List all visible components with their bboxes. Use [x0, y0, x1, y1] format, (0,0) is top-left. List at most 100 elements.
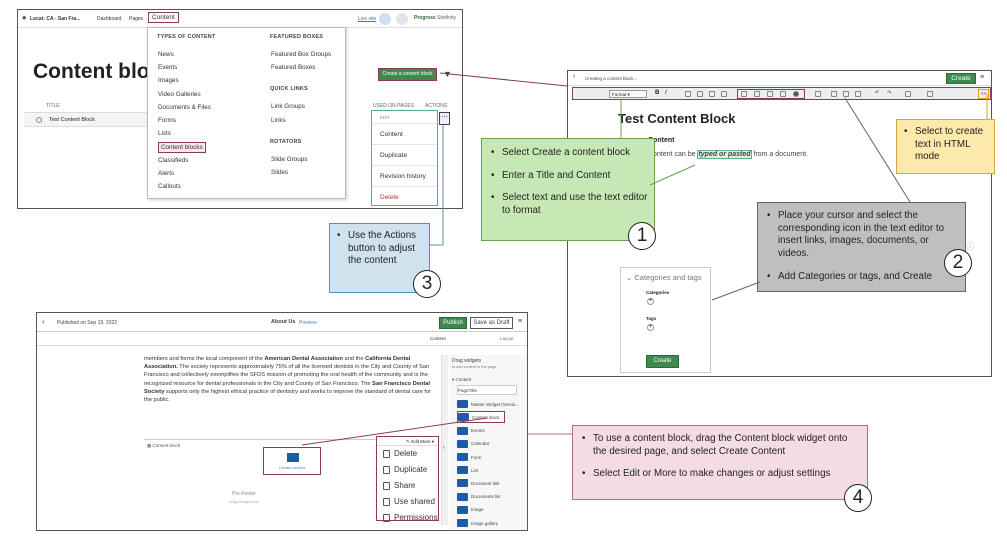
live-site-link[interactable]: Live site	[358, 16, 377, 22]
indent-icon[interactable]	[721, 91, 727, 97]
bullet-list-icon[interactable]	[685, 91, 691, 97]
menu-item[interactable]: Slide Groups	[271, 155, 308, 163]
widget-label: List	[471, 467, 479, 473]
menu-item-type[interactable]: Content blocks	[157, 140, 257, 154]
widget-item[interactable]: Content block	[457, 411, 505, 424]
menu-item-type[interactable]: Video Galleries	[158, 90, 201, 98]
numbered-list-icon[interactable]	[697, 91, 703, 97]
avatar[interactable]	[379, 13, 391, 25]
content-title[interactable]: Test Content Block	[618, 111, 736, 126]
categories-tags-header[interactable]: ⌄ Categories and tags	[626, 273, 702, 282]
outdent-icon[interactable]	[709, 91, 715, 97]
video-icon[interactable]	[793, 91, 799, 97]
menu-item-content-blocks[interactable]: Content blocks	[158, 142, 206, 154]
nav-content[interactable]: Content	[148, 12, 179, 23]
widget-item[interactable]: Documents list	[457, 491, 501, 503]
nav-pages[interactable]: Pages	[129, 16, 144, 22]
more-duplicate[interactable]: Duplicate	[377, 462, 438, 478]
grid-icon[interactable]: ≡	[518, 318, 523, 325]
step-number-3: 3	[413, 270, 441, 298]
create-content-block-button[interactable]: Create a content block	[378, 68, 437, 81]
create-content-area[interactable]: Create content	[263, 447, 321, 475]
widget-item[interactable]: Document link	[457, 477, 500, 489]
back-icon[interactable]: ‹	[573, 73, 576, 80]
menu-icon[interactable]: ≡	[980, 74, 985, 81]
actions-button[interactable]: ⋯	[439, 112, 450, 125]
menu-item-type[interactable]: Classifieds	[158, 156, 189, 164]
more-use-shared[interactable]: Use shared	[377, 494, 438, 510]
drag-widget-here: Drag widget here	[228, 499, 260, 504]
menu-item-type[interactable]: News	[158, 51, 174, 58]
document-icon[interactable]	[780, 91, 786, 97]
italic-icon[interactable]: I	[665, 90, 667, 96]
create-top-button[interactable]: Create	[946, 73, 976, 84]
tab-content[interactable]: Content	[430, 336, 446, 341]
callout-1-item: Select text and use the text editor to f…	[488, 192, 648, 217]
drag-widgets-subtitle: to add content to the page	[452, 365, 497, 369]
content-group[interactable]: ▾ Content	[452, 377, 472, 382]
help-icon[interactable]: ⓘ	[966, 242, 974, 251]
widget-item[interactable]: Master Widget (Versio...	[457, 398, 519, 410]
bold-icon[interactable]: B	[655, 90, 660, 96]
more-share[interactable]: Share	[377, 478, 438, 494]
align-left-icon[interactable]	[815, 91, 821, 97]
format-select[interactable]: Format ▾	[609, 90, 647, 98]
menu-item-type[interactable]: Lists	[158, 130, 171, 138]
table-icon[interactable]	[905, 91, 911, 97]
redo-icon[interactable]: ↷	[887, 90, 892, 96]
back-icon[interactable]: ‹	[42, 317, 45, 326]
menu-item[interactable]: Links	[271, 116, 286, 124]
panel-collapse-handle[interactable]: ‹	[441, 355, 448, 525]
widget-item[interactable]: Image gallery	[457, 517, 498, 529]
justify-icon[interactable]	[855, 91, 861, 97]
menu-item-type[interactable]: Images	[158, 77, 179, 85]
unlink-icon[interactable]	[754, 91, 760, 97]
widget-item[interactable]: Events	[457, 425, 485, 437]
help-icon[interactable]	[396, 13, 408, 25]
link-icon[interactable]	[741, 91, 747, 97]
align-center-icon[interactable]	[831, 91, 837, 97]
more-delete[interactable]: Delete	[377, 446, 438, 462]
row-title[interactable]: Test Content Block	[49, 117, 95, 123]
nav-dashboard[interactable]: Dashboard	[97, 16, 122, 22]
action-revision-history[interactable]: Revision history	[372, 165, 437, 186]
undo-icon[interactable]: ↶	[875, 90, 880, 96]
location-selector[interactable]: Locat: CA - San Fra...	[30, 16, 81, 22]
action-duplicate[interactable]: Duplicate	[372, 144, 437, 165]
widget-item[interactable]: Calendar	[457, 438, 489, 450]
edit-more-bar[interactable]: ✎ Edit More ▾	[377, 437, 438, 446]
menu-item[interactable]: Link Groups	[271, 103, 305, 111]
widget-item[interactable]: Image	[457, 504, 484, 516]
action-delete[interactable]: Delete	[372, 186, 437, 207]
html-mode-icon[interactable]: <>	[978, 89, 989, 99]
selected-text[interactable]: typed or pasted	[697, 150, 752, 159]
content-block-widget[interactable]: ▦ Content block Create content Pre-Foote…	[144, 439, 436, 529]
row-radio[interactable]	[36, 117, 42, 123]
publish-button[interactable]: Publish	[439, 317, 467, 329]
menu-item-type[interactable]: Events	[158, 64, 178, 72]
menu-item-type[interactable]: Documents & Files	[158, 103, 211, 111]
save-draft-button[interactable]: Save as Draft	[470, 317, 513, 329]
image-icon[interactable]	[767, 91, 773, 97]
widget-item[interactable]: List	[457, 464, 478, 476]
preview-link[interactable]: Preview	[299, 320, 317, 326]
create-button[interactable]: Create	[646, 355, 679, 368]
menu-item-type[interactable]: Callouts	[158, 182, 181, 190]
widget-item[interactable]: PageTitle	[457, 385, 517, 395]
menu-item-type[interactable]: Forms	[158, 116, 176, 124]
menu-item-type[interactable]: Alerts	[158, 169, 175, 177]
create-content-link[interactable]: Create content	[278, 465, 306, 470]
menu-item[interactable]: Slides	[271, 168, 289, 176]
content-body[interactable]: Content can be typed or pasted from a do…	[648, 150, 808, 159]
align-right-icon[interactable]	[843, 91, 849, 97]
menu-item[interactable]: Featured Boxes	[271, 64, 316, 72]
clear-format-icon[interactable]	[927, 91, 933, 97]
action-content[interactable]: Content	[372, 123, 437, 144]
add-category-icon[interactable]: +	[647, 298, 654, 305]
add-tag-icon[interactable]: +	[647, 324, 654, 331]
filter-icon[interactable]: ▼	[443, 69, 452, 79]
more-permissions[interactable]: Permissions	[377, 510, 438, 526]
tab-layout[interactable]: Layout	[500, 336, 514, 341]
menu-item[interactable]: Featured Box Groups	[271, 51, 332, 58]
widget-item[interactable]: Form	[457, 451, 482, 463]
